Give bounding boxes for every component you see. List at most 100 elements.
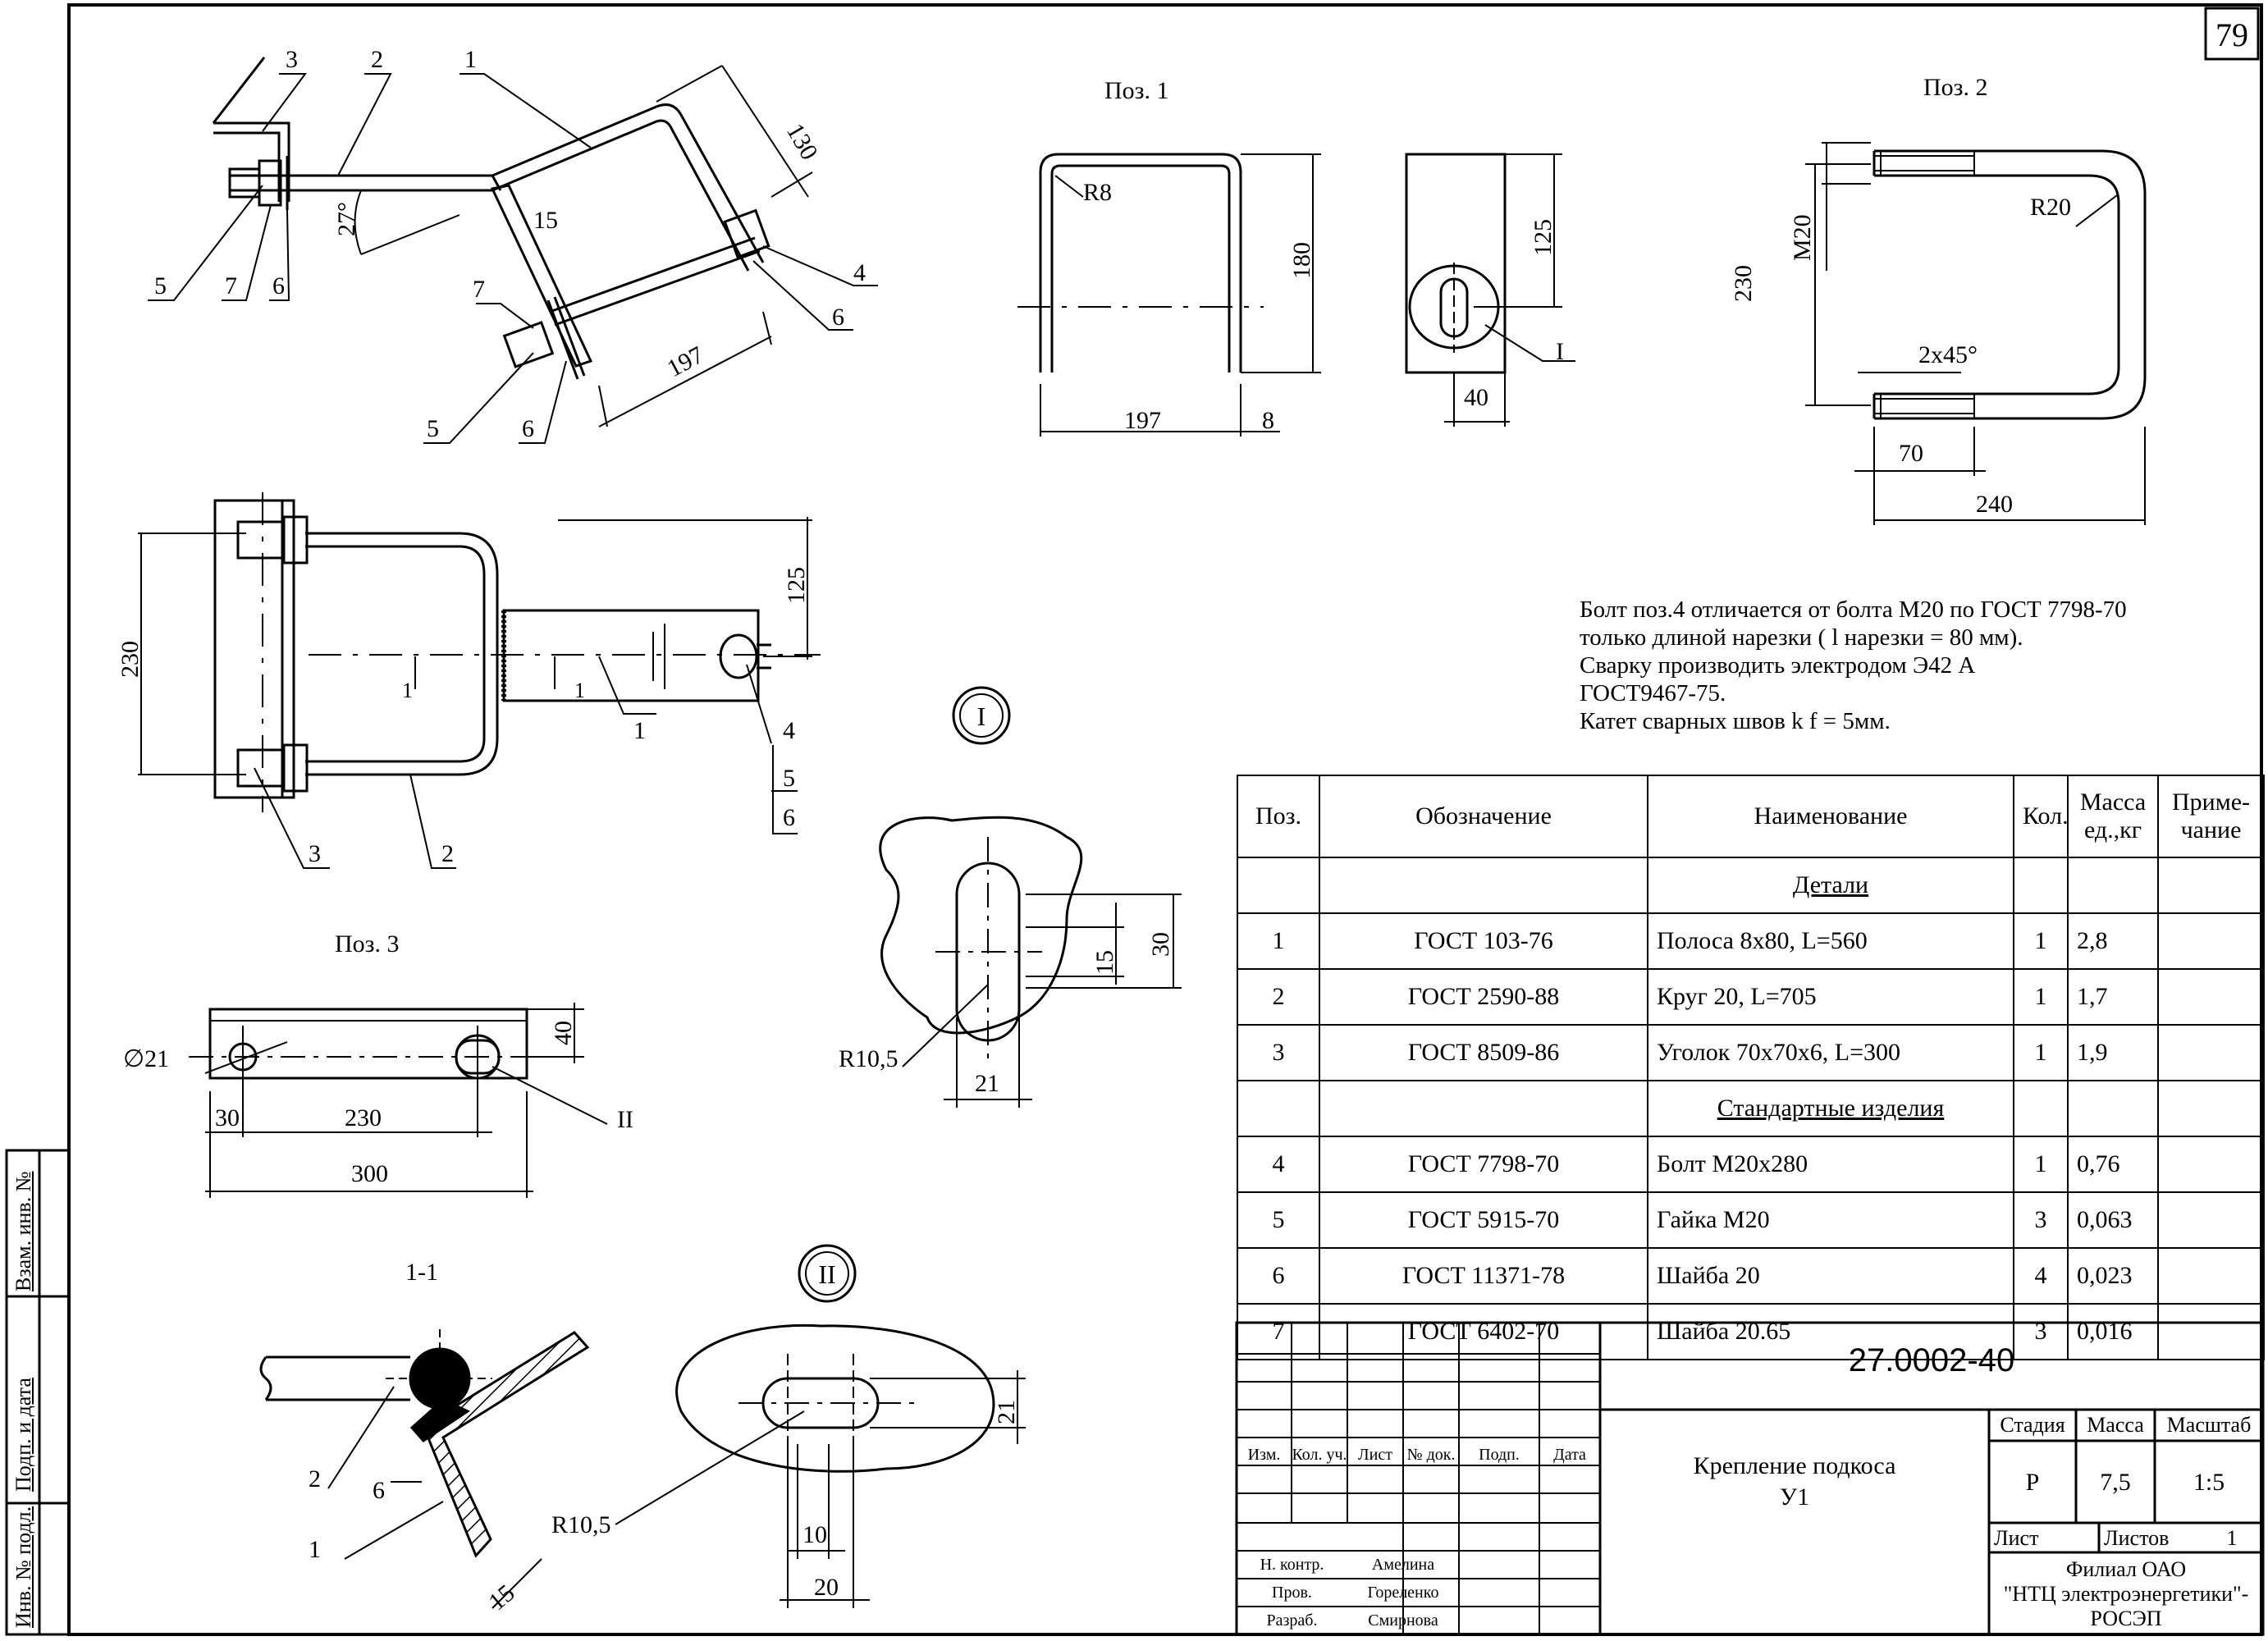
assembly-iso-view: [212, 57, 813, 427]
sheets-label: Листов: [2104, 1526, 2170, 1550]
role-prov: Пров.: [1272, 1584, 1312, 1602]
svg-text:20: 20: [814, 1574, 839, 1601]
assembly-iso-leaders: [148, 73, 878, 444]
sheets-value: 1: [2226, 1526, 2238, 1550]
svg-text:15: 15: [1091, 950, 1118, 975]
row-pos: 6: [1237, 1247, 1320, 1305]
pos3-title: Поз. 3: [335, 930, 400, 958]
section-1-1-view: [259, 1329, 590, 1609]
svg-text:30: 30: [215, 1104, 240, 1131]
pos1-labels: R8 180 197 8 125 40 I: [1083, 179, 1564, 434]
row-designation: ГОСТ 8509-86: [1319, 1024, 1648, 1081]
table-row: 3 ГОСТ 8509-86 Уголок 70х70х6, L=300 1 1…: [1237, 1024, 2265, 1081]
sheet-number-box: [2204, 7, 2260, 61]
row-mass: 1,9: [2067, 1024, 2159, 1081]
header-mass: Масса ед.,кг: [2067, 775, 2159, 858]
svg-text:40: 40: [1464, 384, 1488, 411]
row-pos: 5: [1237, 1191, 1320, 1249]
scale-label: Масштаб: [2166, 1413, 2252, 1437]
doc-code: 27.0002-40: [1848, 1342, 2015, 1378]
pos1-title: Поз. 1: [1104, 77, 1169, 104]
row-name: Полоса 8х80, L=560: [1647, 912, 2014, 970]
svg-text:230: 230: [345, 1104, 382, 1131]
scale-value: 1:5: [2193, 1469, 2225, 1496]
rev-header-list: Лист: [1358, 1446, 1392, 1464]
row-pos: 1: [1237, 912, 1320, 970]
detail-II-labels: 21 R10,5 10 20: [551, 1400, 1020, 1601]
row-qty: 1: [2013, 912, 2069, 970]
rev-header-sign: Подп.: [1479, 1446, 1520, 1464]
table-row: 7 ГОСТ 6402-70 Шайба 20.65 3 0,016: [1237, 1303, 2265, 1360]
svg-text:2: 2: [371, 46, 383, 73]
side-label-vzam: Взам. инв. №: [11, 1171, 35, 1291]
svg-text:6: 6: [783, 804, 795, 831]
spec-header-row: Поз. Обозначение Наименование Кол. Масса…: [1237, 775, 2265, 858]
svg-text:R8: R8: [1083, 179, 1112, 206]
svg-text:II: II: [818, 1259, 835, 1289]
svg-text:R10,5: R10,5: [839, 1045, 899, 1072]
svg-text:5: 5: [154, 272, 167, 299]
svg-text:I: I: [977, 702, 986, 731]
section-title: 1-1: [405, 1259, 438, 1286]
svg-text:6: 6: [832, 304, 844, 331]
svg-text:2: 2: [441, 840, 454, 867]
row-name: Шайба 20: [1647, 1247, 2014, 1305]
pos3-labels: ∅21 40 30 230 300 II: [123, 1021, 633, 1187]
row-name: Уголок 70х70х6, L=300: [1647, 1024, 2014, 1081]
svg-text:15: 15: [533, 207, 558, 234]
svg-text:6: 6: [522, 415, 534, 442]
table-row: 2 ГОСТ 2590-88 Круг 20, L=705 1 1,7: [1237, 968, 2265, 1026]
specification-table: Поз. Обозначение Наименование Кол. Масса…: [1237, 775, 2265, 1360]
svg-text:5: 5: [427, 415, 439, 442]
stage-value: Р: [2025, 1469, 2040, 1496]
svg-text:M20: M20: [1789, 214, 1816, 261]
svg-text:125: 125: [1530, 219, 1557, 256]
table-row: 5 ГОСТ 5915-70 Гайка М20 3 0,063: [1237, 1191, 2265, 1249]
header-designation: Обозначение: [1319, 775, 1648, 858]
svg-text:240: 240: [1976, 491, 2013, 518]
row-pos: 3: [1237, 1024, 1320, 1081]
side-label-sign: Подп. и дата: [11, 1378, 35, 1492]
header-name: Наименование: [1647, 775, 2014, 858]
header-note: Приме-чание: [2157, 775, 2265, 858]
svg-text:40: 40: [550, 1021, 577, 1045]
section-details-label: Детали: [1792, 871, 1869, 898]
svg-text:300: 300: [351, 1160, 388, 1187]
detail-II-marker: II: [798, 1244, 857, 1303]
side-label-inv: Инв. № подл.: [11, 1506, 35, 1628]
svg-text:R20: R20: [2030, 194, 2071, 221]
row-designation: ГОСТ 11371-78: [1319, 1247, 1648, 1305]
svg-text:27°: 27°: [333, 202, 360, 236]
svg-text:21: 21: [993, 1400, 1020, 1424]
row-pos: 7: [1237, 1303, 1320, 1360]
table-row: 6 ГОСТ 11371-78 Шайба 20 4 0,023: [1237, 1247, 2265, 1305]
detail-I-view: [879, 816, 1182, 1108]
svg-text:2: 2: [309, 1465, 321, 1492]
row-note: [2157, 1191, 2265, 1249]
name-prov: Гореленко: [1367, 1584, 1439, 1602]
general-notes: Болт поз.4 отличается от болта М20 по ГО…: [1580, 597, 2127, 734]
name-n-kontr: Амелина: [1371, 1556, 1435, 1574]
svg-text:1: 1: [402, 679, 413, 702]
side-stamp: [5, 1149, 71, 1636]
svg-text:21: 21: [975, 1070, 999, 1097]
assembly-plan-labels: 230 125 1 1 1 3 2 4 5 6: [117, 567, 810, 867]
row-qty: 1: [2013, 968, 2069, 1026]
svg-text:∅21: ∅21: [123, 1045, 169, 1072]
drawing-title-1: Крепление подкоса: [1693, 1452, 1896, 1479]
svg-text:3: 3: [286, 46, 298, 73]
row-pos: 4: [1237, 1136, 1320, 1193]
row-note: [2157, 1303, 2265, 1360]
detail-II-view: [615, 1323, 1026, 1608]
stage-label: Стадия: [2000, 1413, 2065, 1437]
svg-text:3: 3: [309, 840, 321, 867]
rev-header-kol: Кол. уч.: [1292, 1446, 1347, 1464]
section-standard-label: Стандартные изделия: [1717, 1095, 1945, 1122]
sheet-label: Лист: [1994, 1526, 2039, 1550]
svg-text:8: 8: [1262, 407, 1274, 434]
row-mass: 0,023: [2067, 1247, 2159, 1305]
svg-text:6: 6: [272, 272, 285, 299]
pos2-labels: M20 230 R20 2x45° 70 240: [1730, 194, 2071, 518]
svg-text:II: II: [617, 1106, 633, 1133]
